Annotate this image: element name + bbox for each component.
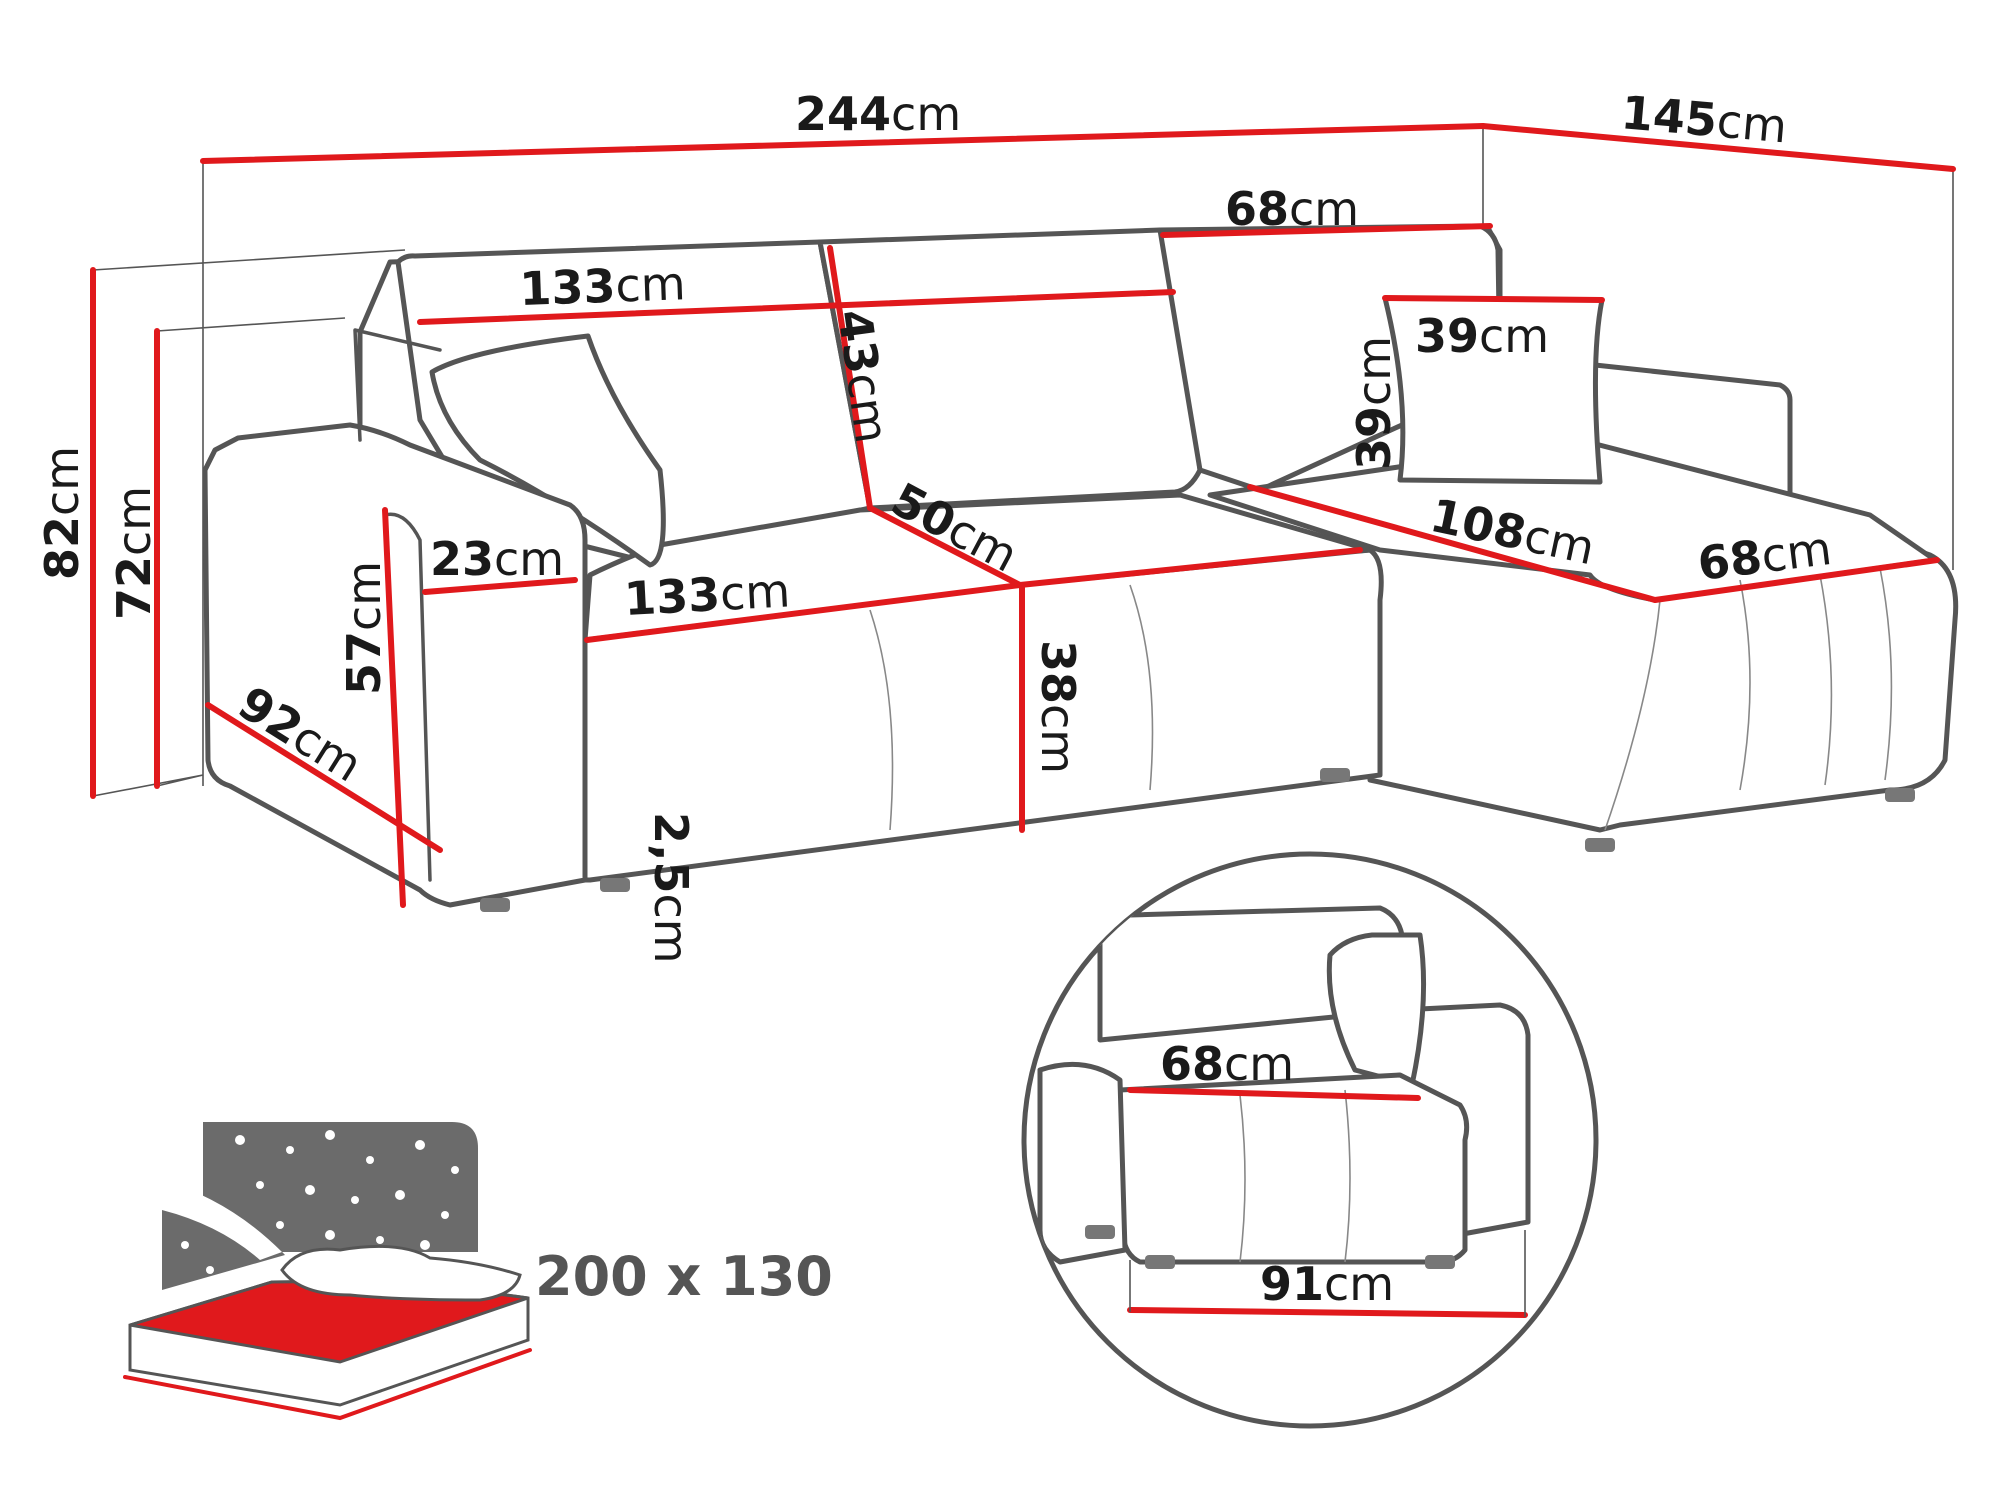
dim-line-pillow-width bbox=[1382, 295, 1605, 303]
label-armrest-height: 57cm bbox=[337, 561, 391, 695]
night-sky-panel bbox=[203, 1122, 478, 1252]
detail-seams bbox=[1239, 1089, 1351, 1263]
stars bbox=[181, 1130, 459, 1274]
dim-line-sofa-depth bbox=[205, 702, 443, 853]
dim-line-chaise-width bbox=[1652, 557, 1940, 603]
leg bbox=[1425, 1255, 1455, 1269]
chaise-pillow bbox=[1382, 295, 1605, 485]
label-seat-width: 133cm bbox=[623, 563, 792, 626]
leg bbox=[1145, 1255, 1175, 1269]
seat-base-seams bbox=[869, 584, 1154, 831]
label-chaise-width: 68cm bbox=[1695, 521, 1835, 591]
label-total-length: 244cm bbox=[795, 87, 961, 141]
bed-dimension-arrow bbox=[123, 1348, 532, 1421]
dim-line-corner-back bbox=[1160, 223, 1493, 238]
bed-pillows bbox=[280, 1244, 522, 1302]
label-pillow-width: 39cm bbox=[1415, 309, 1549, 363]
label-backrest-width: 133cm bbox=[518, 256, 686, 316]
leg bbox=[1585, 838, 1615, 852]
label-detail-depth: 91cm bbox=[1260, 1257, 1394, 1311]
dim-line-backrest-height bbox=[827, 245, 873, 511]
label-leg-height: 2,5cm bbox=[644, 812, 698, 964]
detail-seat bbox=[1117, 1072, 1470, 1265]
detail-circle: 68cm 91cm bbox=[1021, 851, 1599, 1429]
detail-circle-content bbox=[1037, 905, 1531, 1318]
dim-line-chaise-total bbox=[1480, 123, 1956, 172]
label-chaise-total: 145cm bbox=[1619, 85, 1789, 153]
dimension-lines bbox=[90, 123, 1956, 908]
dim-line-backrest-width bbox=[417, 289, 1176, 325]
leg bbox=[480, 898, 510, 912]
dim-line-armrest-width bbox=[422, 577, 578, 595]
chaise-seams bbox=[1604, 567, 1893, 831]
label-back-height: 72cm bbox=[107, 486, 161, 620]
armrest-back-edge bbox=[353, 328, 442, 442]
dim-line-seat-width-right bbox=[1017, 547, 1363, 588]
armrest-front-edge bbox=[383, 512, 432, 882]
label-pillow-height: 39cm bbox=[1347, 336, 1401, 470]
label-detail-width: 68cm bbox=[1160, 1037, 1294, 1091]
label-backrest-height: 43cm bbox=[827, 306, 899, 446]
dim-line-chaise-length bbox=[1247, 484, 1658, 603]
dim-line-total-length bbox=[200, 123, 1486, 164]
leg bbox=[1320, 768, 1350, 782]
dim-line-detail-width bbox=[1127, 1087, 1421, 1101]
bed-mode-icon: 200 x 130 bbox=[123, 1122, 833, 1421]
dim-line-seat-width bbox=[584, 582, 1023, 643]
moon-curve bbox=[162, 1180, 282, 1260]
label-armrest-width: 23cm bbox=[430, 532, 564, 586]
label-seat-height: 38cm bbox=[1031, 640, 1085, 774]
dim-line-detail-depth bbox=[1127, 1307, 1528, 1318]
leg bbox=[600, 878, 630, 892]
label-corner-back: 68cm bbox=[1225, 182, 1359, 236]
detail-pillow bbox=[1326, 932, 1427, 1088]
label-overall-height: 82cm bbox=[35, 446, 89, 580]
dim-line-seat-depth bbox=[867, 505, 1023, 588]
corner-sofa-drawing bbox=[92, 126, 1959, 912]
back-pillow bbox=[429, 333, 666, 568]
bed-size-label: 200 x 130 bbox=[535, 1245, 833, 1308]
leg bbox=[1085, 1225, 1115, 1239]
dim-line-armrest-height bbox=[382, 507, 406, 908]
leg bbox=[1885, 788, 1915, 802]
